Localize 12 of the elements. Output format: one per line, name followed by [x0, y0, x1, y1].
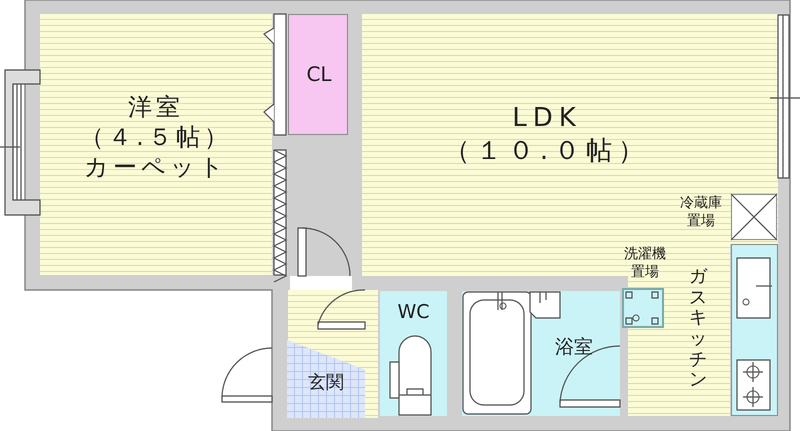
room-label: CL: [305, 62, 333, 87]
room-label: 洗濯機置場: [623, 246, 667, 281]
room-label: 冷蔵庫置場: [679, 195, 723, 230]
room-label: LDK （１０.０帖）: [442, 102, 652, 167]
room-label: 浴室: [554, 336, 594, 360]
room: [40, 14, 272, 275]
room-label: WC: [396, 301, 431, 325]
room-label: 洋室 （４.５帖） カーペット: [79, 92, 233, 182]
room-label: 玄関: [307, 372, 345, 394]
closet: [288, 14, 348, 135]
room: [362, 14, 778, 244]
room-label: ガスキッチン: [688, 267, 708, 392]
